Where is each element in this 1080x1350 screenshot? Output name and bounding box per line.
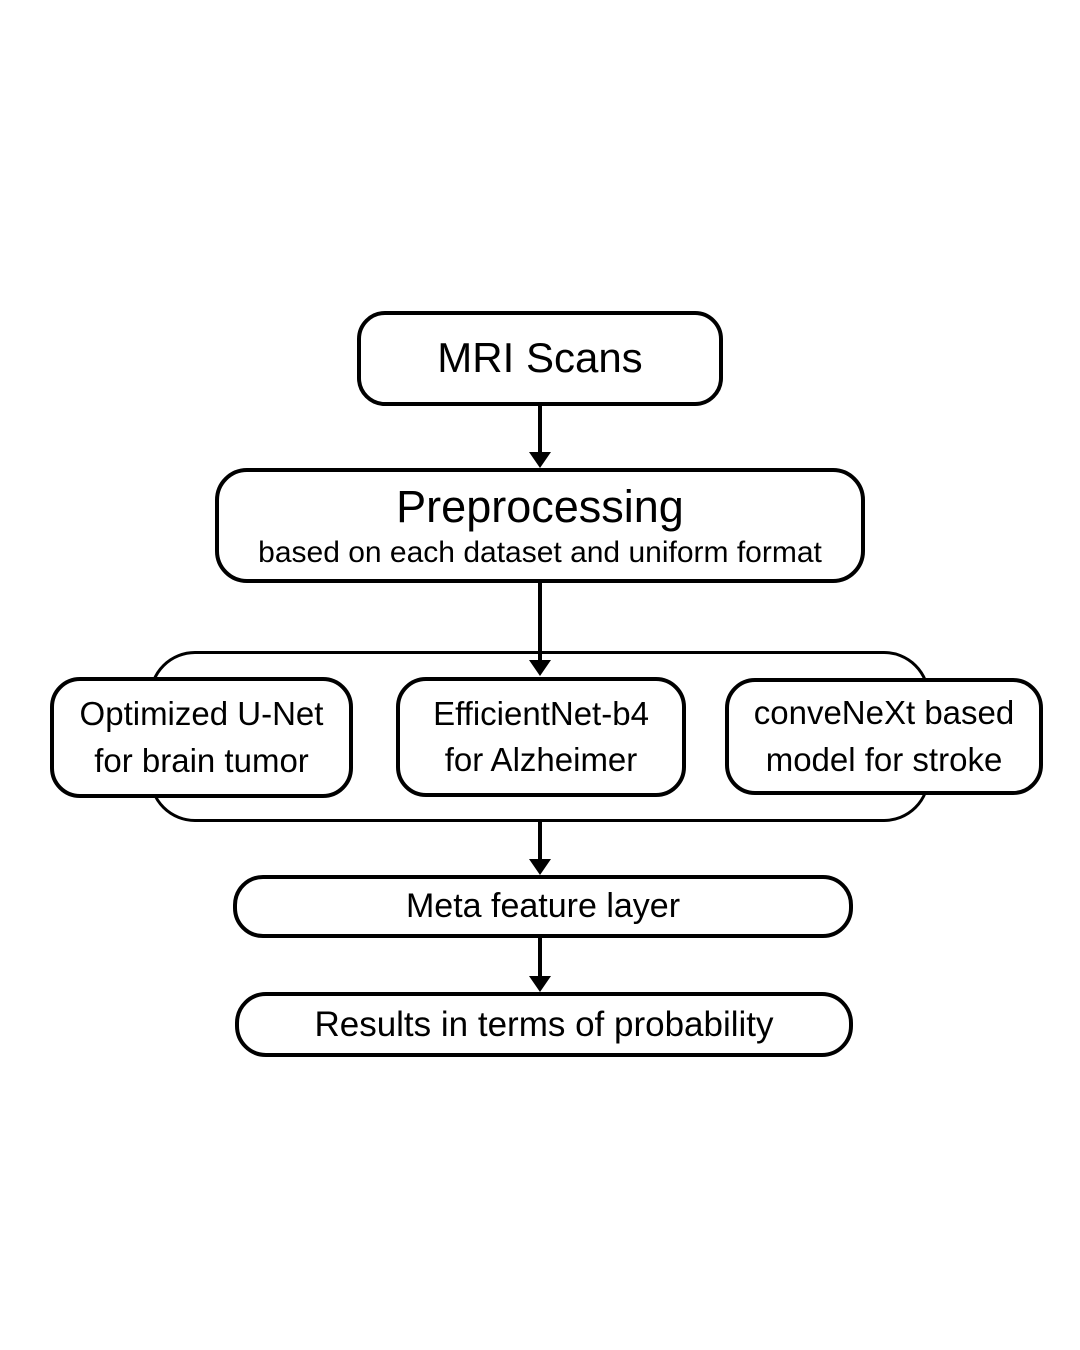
arrow-mri-to-preprocessing <box>529 406 551 468</box>
arrow-preprocessing-to-models <box>529 583 551 676</box>
arrow-shaft <box>538 938 542 976</box>
mri-scans-label: MRI Scans <box>437 334 643 382</box>
preprocessing-title: Preprocessing <box>396 481 684 533</box>
model-alzheimer-line1: EfficientNet-b4 <box>433 694 649 732</box>
meta-feature-layer-node: Meta feature layer <box>233 875 853 938</box>
model-stroke-line2: model for stroke <box>765 740 1003 778</box>
arrowhead-icon <box>529 976 551 992</box>
arrowhead-icon <box>529 859 551 875</box>
model-stroke-node: conveNeXt based model for stroke <box>725 678 1043 795</box>
model-alzheimer-line2: for Alzheimer <box>444 741 638 778</box>
arrowhead-icon <box>529 660 551 676</box>
preprocessing-node: Preprocessing based on each dataset and … <box>215 468 865 583</box>
results-node: Results in terms of probability <box>235 992 853 1057</box>
model-brain-tumor-line2: for brain tumor <box>94 741 309 779</box>
arrow-shaft <box>538 583 542 660</box>
model-brain-tumor-line1: Optimized U-Net <box>79 695 324 733</box>
model-brain-tumor-node: Optimized U-Net for brain tumor <box>50 677 353 798</box>
model-alzheimer-node: EfficientNet-b4 for Alzheimer <box>396 677 686 797</box>
arrowhead-icon <box>529 452 551 468</box>
meta-feature-layer-label: Meta feature layer <box>405 887 681 926</box>
arrow-meta-to-results <box>529 938 551 992</box>
mri-scans-node: MRI Scans <box>357 311 723 406</box>
preprocessing-subtitle: based on each dataset and uniform format <box>258 535 822 569</box>
results-label: Results in terms of probability <box>314 1004 774 1044</box>
model-stroke-line1: conveNeXt based <box>753 694 1015 732</box>
arrow-models-to-meta <box>529 822 551 875</box>
arrow-shaft <box>538 822 542 859</box>
arrow-shaft <box>538 406 542 452</box>
